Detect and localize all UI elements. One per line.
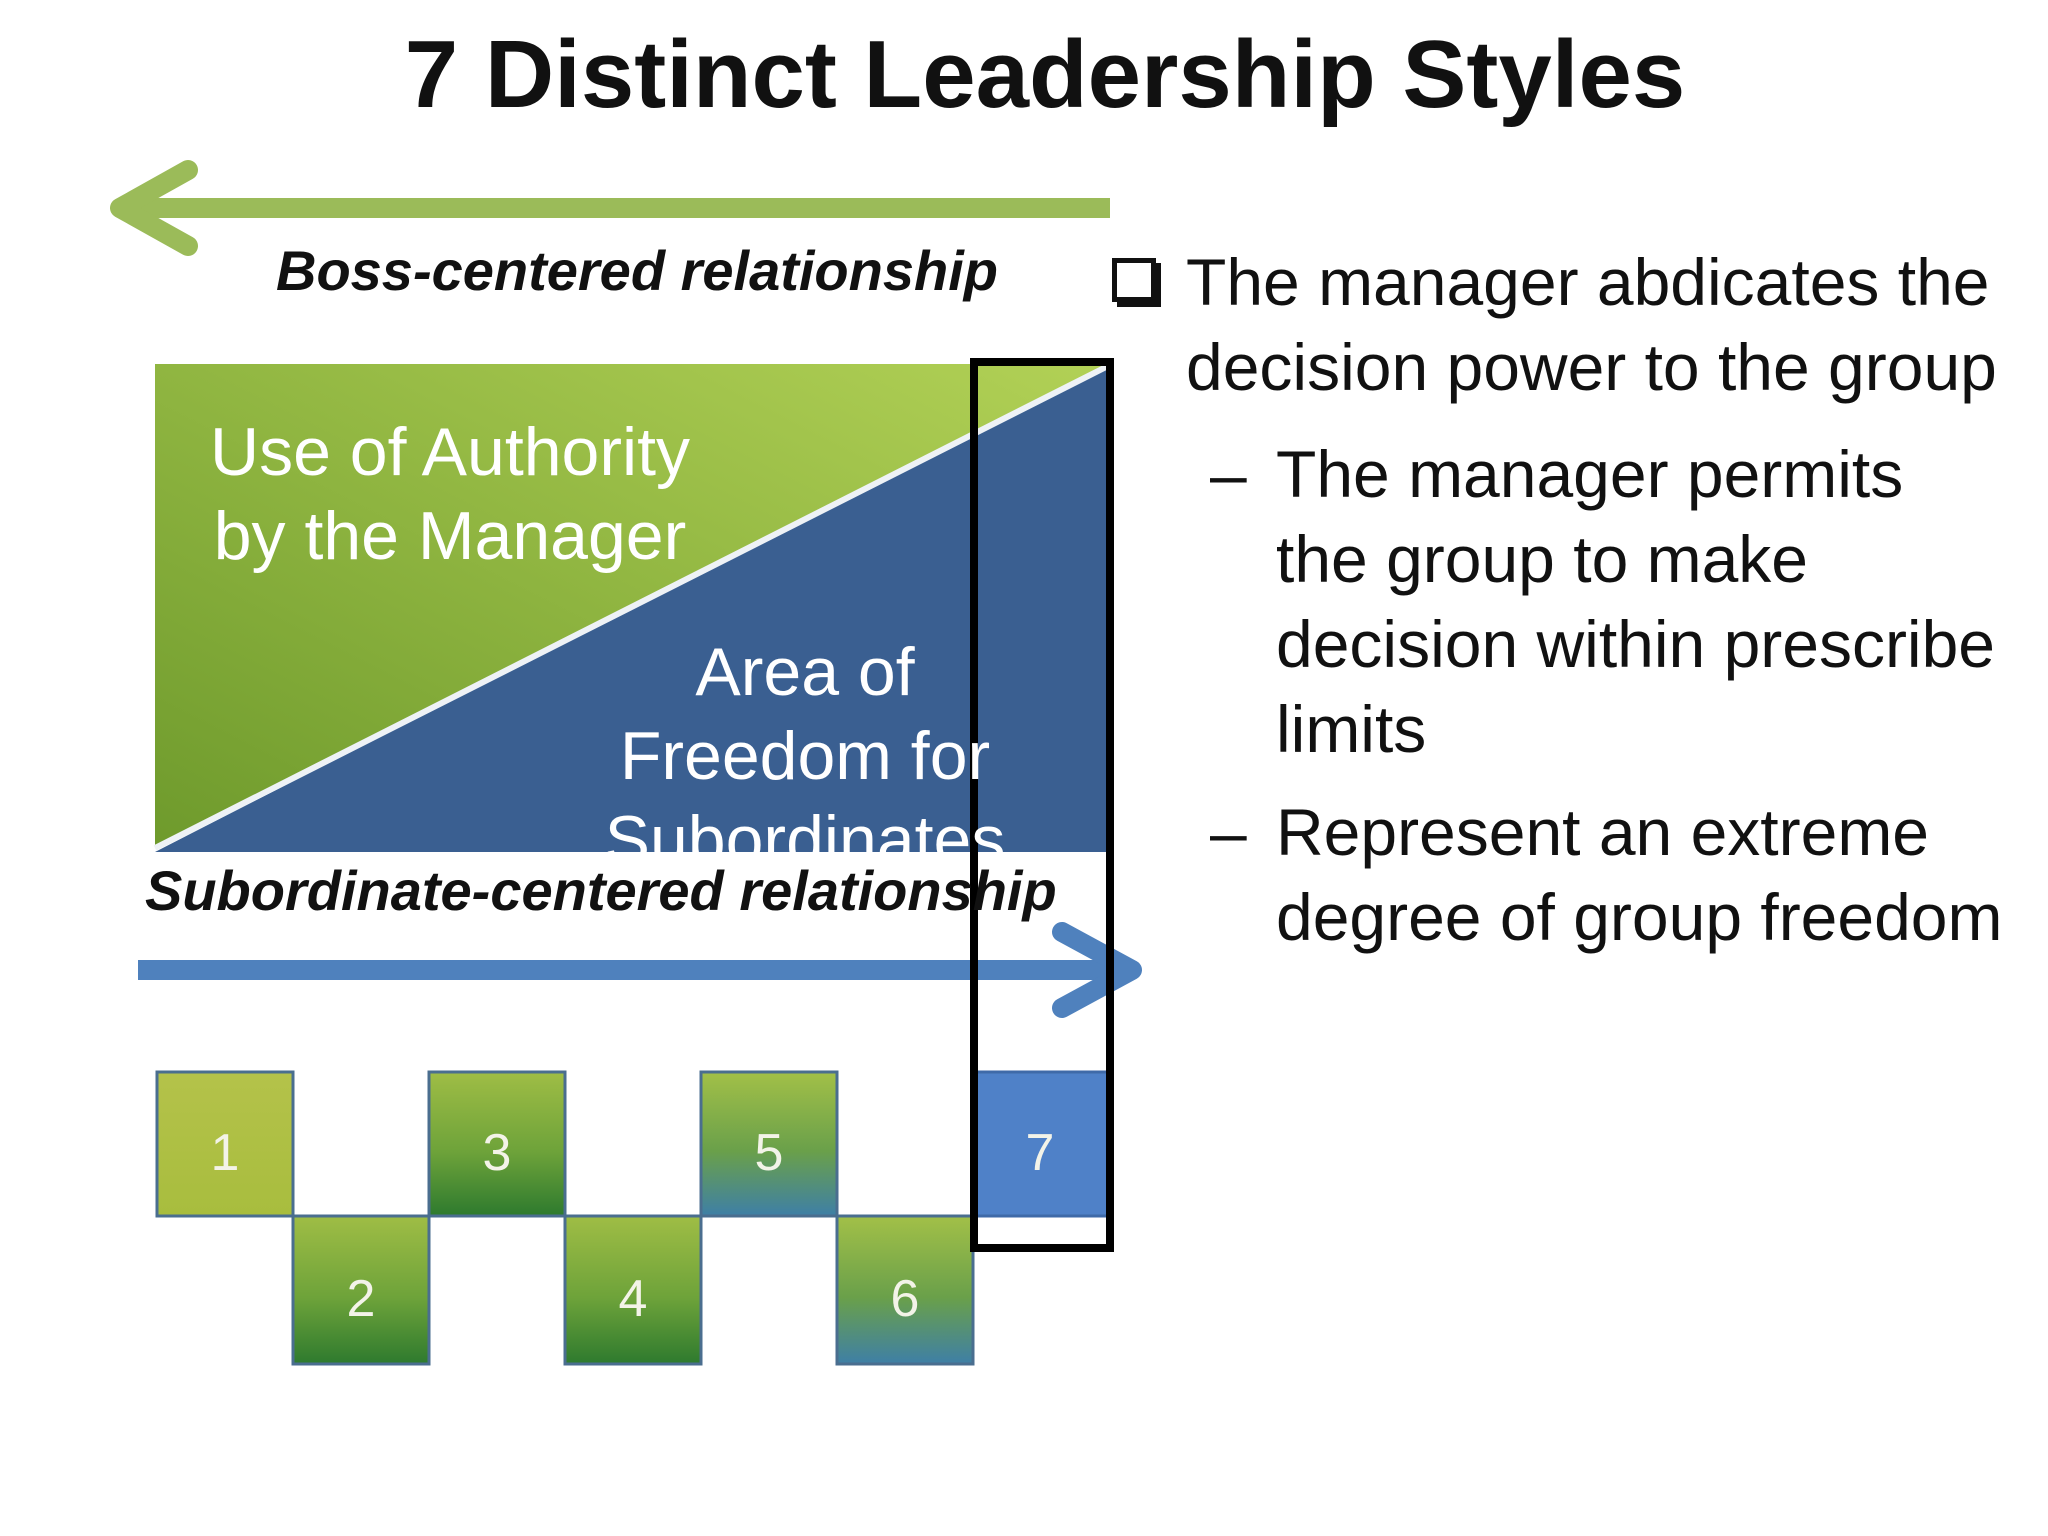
style-number-5: 5 [755,1124,784,1182]
leadership-continuum-diagram: 1 2 3 4 5 6 7 [110,160,1142,1366]
style-box-3 [427,1070,567,1218]
main-bullet-text: The manager abdicates the decision power… [1186,245,1997,404]
style-number-1: 1 [211,1124,240,1182]
authority-text: Use of Authority by the Manager [190,410,710,578]
freedom-line-1: Area of [695,634,915,710]
freedom-text: Area of Freedom for Subordinates [560,630,1050,852]
bullet-list: The manager abdicates the decision power… [1110,240,2010,978]
subordinate-centered-label: Subordinate-centered relationship [145,859,1057,922]
boss-centered-label: Boss-centered relationship [276,239,998,302]
checkbox-icon [1112,258,1156,302]
authority-line-2: by the Manager [213,498,687,574]
freedom-line-3: Subordinates [604,802,1006,852]
style-box-4 [563,1214,703,1366]
style-number-4: 4 [619,1270,648,1328]
style-number-2: 2 [347,1270,376,1328]
diagonal-divider [153,363,1110,851]
authority-line-1: Use of Authority [209,414,691,490]
style-box-2 [291,1214,431,1366]
freedom-line-2: Freedom for [619,718,991,794]
sub-bullet-2-text: Represent an extreme degree of group fre… [1276,795,2003,954]
subordinate-arrow [138,922,1142,1018]
boss-arrow [110,160,1110,256]
style-box-7 [971,1070,1110,1218]
style-box-6 [835,1214,975,1366]
dash-icon: – [1210,795,1247,869]
style-box-5 [699,1070,839,1218]
style-box-1 [155,1070,295,1218]
sub-bullet-2: – Represent an extreme degree of group f… [1110,790,2010,960]
slide-title: 7 Distinct Leadership Styles [404,21,1686,128]
freedom-text-clip: Area of Freedom for Subordinates [560,630,1100,852]
style-number-6: 6 [891,1270,920,1328]
sub-bullet-list: – The manager permits the group to make … [1110,432,2010,960]
main-bullet: The manager abdicates the decision power… [1110,240,2010,410]
style-number-7: 7 [1026,1124,1055,1182]
style-7-highlight-frame [970,358,1114,1252]
sub-bullet-1-text: The manager permits the group to make de… [1276,437,1996,766]
dash-icon: – [1210,437,1247,511]
sub-bullet-1: – The manager permits the group to make … [1110,432,2010,772]
style-number-3: 3 [483,1124,512,1182]
